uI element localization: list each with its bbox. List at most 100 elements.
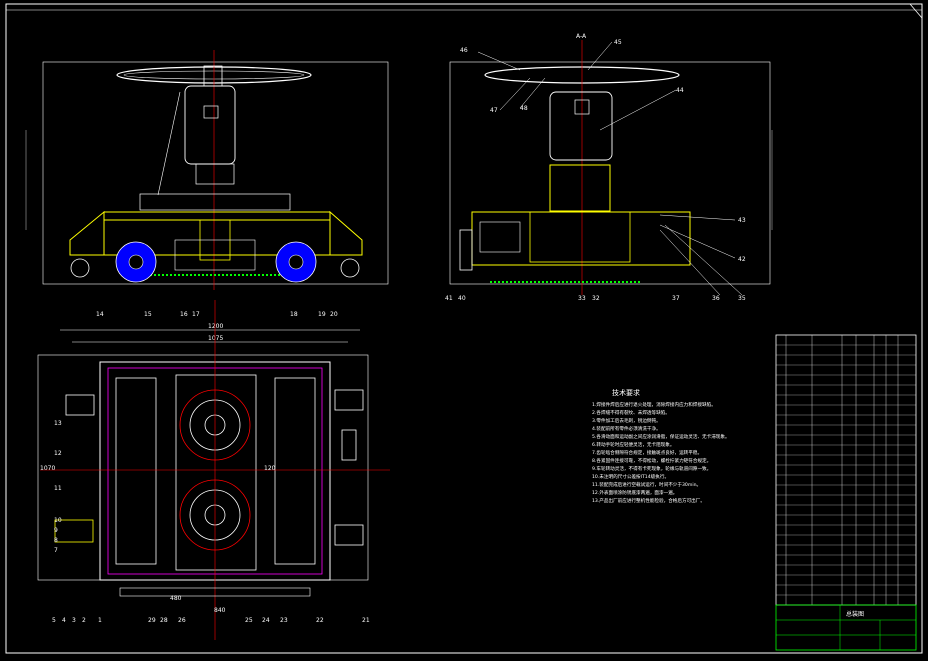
parts-list-frame (775, 334, 917, 606)
pn-27: 26 (178, 617, 186, 624)
pn-46: 46 (460, 47, 468, 54)
pn-29: 29 (148, 617, 156, 624)
section-frame (471, 211, 691, 266)
tech-line-7: 7.齿轮啮合侧隙符合规定，接触斑点良好，运转平稳。 (592, 449, 702, 456)
title-block-label: 总装图 (846, 610, 864, 618)
leader-39 (659, 229, 721, 296)
wheel-left-hub (128, 254, 144, 270)
pn-45: 45 (614, 39, 622, 46)
tech-line-8: 8.各紧固件连接可靠，不得松动，螺栓拧紧力矩符合规定。 (592, 457, 711, 464)
pn-4: 4 (62, 617, 66, 624)
pn-19: 19 (318, 311, 326, 318)
pn-8: 8 (54, 537, 58, 544)
leader-43 (659, 214, 736, 221)
pn-47: 47 (490, 107, 498, 114)
sheet-border (5, 3, 923, 654)
dim-1200: 1200 (208, 323, 223, 330)
dim-480: 480 (170, 595, 182, 602)
plan-envelope (37, 354, 369, 581)
pn-44: 44 (676, 87, 684, 94)
pn-2: 2 (82, 617, 86, 624)
frame-right-bracket (329, 210, 363, 256)
section-gearbox-window (574, 99, 590, 115)
tech-line-11: 11.装配完成后进行空载试运行，时间不少于30min。 (592, 481, 701, 488)
title-block (775, 604, 917, 651)
pn-35: 35 (738, 295, 746, 302)
pn-10: 10 (54, 517, 62, 524)
tech-line-2: 2.各焊缝不得有裂纹、未焊透等缺陷。 (592, 409, 670, 416)
plan-right-pin (341, 429, 357, 461)
tech-title: 技术要求 (612, 388, 640, 397)
dim-1075: 1075 (208, 335, 223, 342)
leader-47 (499, 77, 531, 111)
leader-45 (587, 41, 613, 71)
plan-right-bracket-bottom (334, 524, 364, 546)
plan-left-drive (54, 519, 94, 543)
pn-41: 41 (445, 295, 453, 302)
section-label: A-A (576, 33, 587, 40)
plan-center-block (175, 374, 257, 571)
tech-line-1: 1.焊接件焊后应进行退火处理，消除焊接内应力和焊接缺陷。 (592, 401, 716, 408)
section-inner (529, 211, 631, 263)
section-gearbox (549, 91, 613, 161)
pn-36: 36 (712, 295, 720, 302)
pn-1: 1 (98, 617, 102, 624)
tech-line-3: 3.零件加工后去毛刺，锐边倒钝。 (592, 417, 661, 424)
tech-line-12: 12.外表面喷涂防锈底漆两遍，面漆一遍。 (592, 489, 677, 496)
parts-list-rows (776, 344, 916, 596)
pn-37: 37 (672, 295, 680, 302)
pn-14: 14 (96, 311, 104, 318)
section-column (549, 164, 611, 212)
section-view-frame (449, 61, 771, 285)
leader-front (157, 91, 181, 196)
pn-28: 28 (160, 617, 168, 624)
pn-48: 48 (520, 105, 528, 112)
plan-view: 1200 1075 1070 120 480 840 14 15 16 17 1… (37, 300, 390, 640)
tech-line-6: 6.转动手轮时应轻便灵活，无卡阻现象。 (592, 441, 674, 448)
leader-48 (519, 77, 546, 109)
pn-12: 12 (54, 450, 62, 457)
pn-32: 32 (592, 295, 600, 302)
pn-17: 17 (192, 311, 200, 318)
gearbox-window (203, 105, 219, 119)
tech-requirements: 技术要求 1.焊接件焊后应进行退火处理，消除焊接内应力和焊接缺陷。 2.各焊缝不… (592, 388, 730, 504)
dim-120: 120 (264, 465, 276, 472)
pn-20: 20 (330, 311, 338, 318)
dim-1070: 1070 (40, 465, 55, 472)
gear-box-lower (174, 239, 256, 271)
leader-44 (599, 89, 677, 131)
front-view-frame (42, 61, 389, 285)
pn-40: 40 (458, 295, 466, 302)
pn-11: 11 (54, 485, 62, 492)
pn-3: 3 (72, 617, 76, 624)
front-view (25, 50, 389, 290)
pn-22: 22 (316, 617, 324, 624)
plan-right-bracket-top (334, 389, 364, 411)
pn-33: 33 (578, 295, 586, 302)
plan-beam-left (115, 377, 157, 565)
pn-15: 15 (144, 311, 152, 318)
column-base (195, 163, 235, 185)
frame-left-bracket (69, 210, 105, 256)
pn-5: 5 (52, 617, 56, 624)
plan-left-bracket (65, 394, 95, 416)
section-view: A-A 46 45 44 47 48 43 42 41 40 33 32 37 … (445, 33, 773, 302)
small-wheel-right (340, 258, 360, 278)
tech-line-5: 5.各滑动面和运动副之间应涂润滑脂，保证运动灵活、无卡滞现象。 (592, 433, 730, 440)
plan-beam-right (274, 377, 316, 565)
tech-line-13: 13.产品出厂前应进行整机性能检验，合格后方可出厂。 (592, 497, 705, 504)
pn-7: 7 (54, 547, 58, 554)
pn-24: 24 (262, 617, 270, 624)
top-plate (139, 193, 291, 211)
tech-line-10: 10.未注明的尺寸公差按IT14级执行。 (592, 473, 669, 480)
leader-46 (477, 51, 521, 71)
tech-line-9: 9.车轮转动灵活，不得有卡死现象，轮缘与轨道间隙一致。 (592, 465, 711, 472)
section-motor (479, 221, 521, 253)
small-wheel-left (70, 258, 90, 278)
leader-38 (664, 224, 743, 296)
section-wheel-side (459, 229, 473, 271)
wheel-right-hub (288, 254, 304, 270)
tech-line-4: 4.装配前所有零件必须清洗干净。 (592, 425, 661, 432)
